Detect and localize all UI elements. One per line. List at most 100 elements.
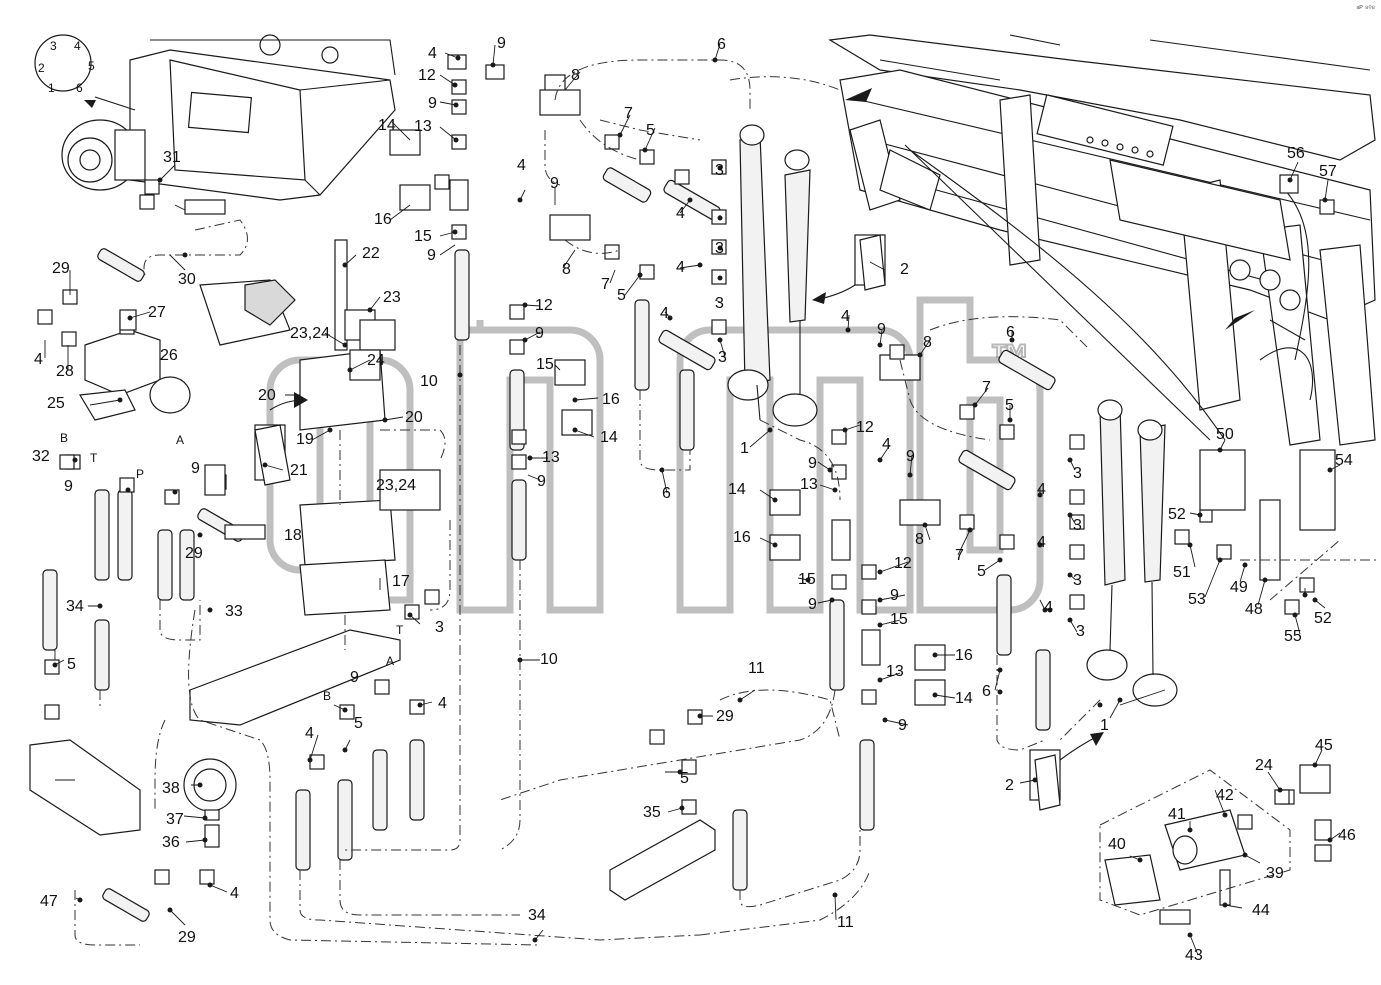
callout: 51 xyxy=(1173,564,1191,581)
callout: 3 xyxy=(1076,623,1085,640)
callout: 4 xyxy=(230,885,239,902)
hoses xyxy=(42,167,1056,922)
callout: 7 xyxy=(624,105,633,122)
callout: 16 xyxy=(955,647,973,664)
callout: 15 xyxy=(890,611,908,628)
callout: 9 xyxy=(497,35,506,52)
callout: 29 xyxy=(178,929,196,946)
callout: 5 xyxy=(1005,397,1014,414)
callout: 18 xyxy=(284,527,302,544)
control-box xyxy=(129,34,396,201)
callout: 20 xyxy=(405,409,423,426)
callout: 4 xyxy=(1037,481,1046,498)
callout: 13 xyxy=(800,476,818,493)
callout: 9 xyxy=(428,95,437,112)
callout: 39 xyxy=(1266,865,1284,882)
leader-lines xyxy=(44,43,1341,956)
callout: 12 xyxy=(535,297,553,314)
callout: 14 xyxy=(378,117,396,134)
callout: 5 xyxy=(354,715,363,732)
callout: 9 xyxy=(191,460,200,477)
callout: 35 xyxy=(643,804,661,821)
callout: 3 xyxy=(1073,572,1082,589)
callout: 45 xyxy=(1315,737,1333,754)
callout: 14 xyxy=(955,690,973,707)
callout: 10 xyxy=(540,651,558,668)
callout: 53 xyxy=(1188,591,1206,608)
callout: 23 xyxy=(383,289,401,306)
callout: 3 xyxy=(1073,465,1082,482)
callout: 50 xyxy=(1216,426,1234,443)
callout: 5 xyxy=(617,287,626,304)
callout: 29 xyxy=(716,708,734,725)
pipe-routes xyxy=(54,59,1380,946)
callout: 8 xyxy=(915,531,924,548)
callout: 1 xyxy=(1100,717,1109,734)
port-label: B xyxy=(323,689,331,703)
callout: 9 xyxy=(808,455,817,472)
callout: 28 xyxy=(56,363,74,380)
callout: 27 xyxy=(148,304,166,321)
callout: 16 xyxy=(733,529,751,546)
callout: 15 xyxy=(536,356,554,373)
callout: 12 xyxy=(418,67,436,84)
callout: 23,24 xyxy=(290,325,330,342)
callout: 40 xyxy=(1108,836,1126,853)
callout: 8 xyxy=(562,261,571,278)
callout: 9 xyxy=(890,587,899,604)
port-label: P xyxy=(136,467,144,481)
port-label: T xyxy=(90,451,98,465)
callout-numbers: 1 1 1 2 2 3 3 3 3 3 3 3 3 3 4 4 4 4 4 4 … xyxy=(32,35,1356,964)
callout: 4 xyxy=(660,305,669,322)
callout: 16 xyxy=(374,211,392,228)
callout: 43 xyxy=(1185,947,1203,964)
callout: 13 xyxy=(542,449,560,466)
callout: 3 xyxy=(718,349,727,366)
callout: 9 xyxy=(550,175,559,192)
callout: 7 xyxy=(982,379,991,396)
callout: 49 xyxy=(1230,579,1248,596)
callout: 36 xyxy=(162,834,180,851)
pin-label: 3 xyxy=(50,39,57,53)
port-label: A xyxy=(386,654,394,668)
callout: 7 xyxy=(601,276,610,293)
callout: 8 xyxy=(923,334,932,351)
callout: 3 xyxy=(435,619,444,636)
callout: 12 xyxy=(894,555,912,572)
callout: 12 xyxy=(856,419,874,436)
pin-label: 1 xyxy=(48,81,55,95)
callout: 8 xyxy=(571,67,580,84)
pointer-arrows xyxy=(254,234,1104,811)
callout: 9 xyxy=(537,473,546,490)
callout: 30 xyxy=(178,271,196,288)
callout: 10 xyxy=(420,373,438,390)
callout: 24 xyxy=(367,352,385,369)
callout: 16 xyxy=(602,391,620,408)
callout: 23,24 xyxy=(376,477,416,494)
callout: 55 xyxy=(1284,628,1302,645)
callout: 2 xyxy=(1005,777,1014,794)
callout: 22 xyxy=(362,245,380,262)
callout: 19 xyxy=(296,431,314,448)
callout: 9 xyxy=(898,717,907,734)
callout: 44 xyxy=(1252,902,1270,919)
connector-pins: 3 4 2 5 1 6 xyxy=(38,39,95,95)
pin-label: 2 xyxy=(38,61,45,75)
port-label: B xyxy=(60,431,68,445)
callout: 9 xyxy=(350,669,359,686)
callout: 4 xyxy=(676,205,685,222)
callout: 26 xyxy=(160,347,178,364)
callout: 4 xyxy=(841,308,850,325)
callout: 9 xyxy=(906,448,915,465)
pin-label: 6 xyxy=(76,81,83,95)
callout: 25 xyxy=(47,395,65,412)
callout: 42 xyxy=(1216,787,1234,804)
callout: 6 xyxy=(1006,324,1015,341)
callout: 29 xyxy=(52,260,70,277)
callout: 4 xyxy=(1044,599,1053,616)
callout: 5 xyxy=(646,122,655,139)
callout: 20 xyxy=(258,387,276,404)
callout: 52 xyxy=(1168,506,1186,523)
callout: 29 xyxy=(185,545,203,562)
